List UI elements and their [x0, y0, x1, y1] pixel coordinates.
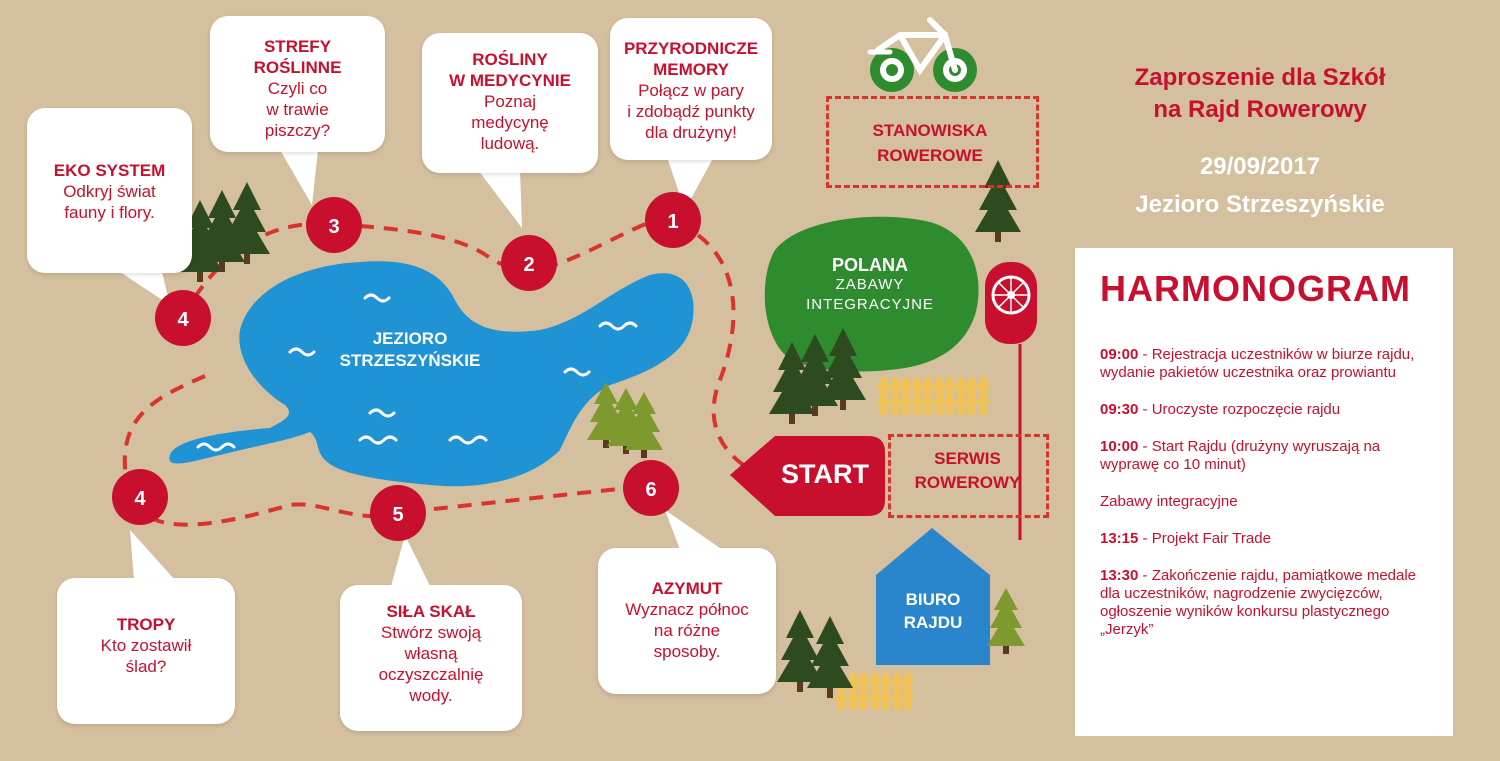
schedule-text: Zabawy integracyjne: [1100, 493, 1238, 510]
schedule-text: - Zakończenie rajdu, pamiątkowe medale d…: [1100, 567, 1417, 638]
schedule-time: 09:30: [1100, 401, 1139, 418]
schedule-panel: HARMONOGRAM 09:00 - Rejestracja uczestni…: [1075, 248, 1453, 736]
station-bubble-6: AZYMUT Wyznacz północ na różne sposoby.: [598, 548, 776, 694]
station-bubble-5: SIŁA SKAŁ Stwórz swoją własną oczyszczal…: [340, 585, 522, 731]
office-house-shape: [876, 528, 990, 665]
station-marker-2: 2: [501, 235, 557, 291]
station-bubble-2: ROŚLINY W MEDYCYNIE Poznaj medycynę ludo…: [422, 33, 598, 173]
station-desc: Połącz w pary i zdobądź punkty dla druży…: [627, 81, 755, 142]
event-place: Jezioro Strzeszyńskie: [1135, 191, 1385, 218]
station-title: TROPY: [116, 615, 176, 634]
schedule-item: 09:00 - Rejestracja uczestników w biurze…: [1100, 346, 1440, 382]
lake-label: JEZIORO STRZESZYŃSKIE: [339, 329, 481, 370]
start-arrow-shape: [730, 436, 885, 516]
schedule-time: 13:30: [1100, 567, 1139, 584]
meadow-desc: ZABAWY INTEGRACYJNE: [806, 276, 934, 313]
svg-text:5: 5: [392, 504, 403, 526]
station-title: PRZYRODNICZE MEMORY: [623, 39, 759, 79]
schedule-title: HARMONOGRAM: [1100, 268, 1411, 309]
bubble-tail: [478, 170, 522, 228]
schedule-time: 10:00: [1100, 438, 1139, 455]
schedule-time: 09:00: [1100, 346, 1139, 363]
start-label: START: [781, 459, 869, 489]
station-title: SIŁA SKAŁ: [386, 602, 476, 621]
svg-text:3: 3: [328, 216, 339, 238]
svg-text:2: 2: [523, 254, 534, 276]
station-title: STREFY ROŚLINNE: [253, 37, 342, 77]
station-marker-5: 5: [370, 485, 426, 541]
bubble-tail: [130, 530, 175, 580]
schedule-text: - Projekt Fair Trade: [1138, 530, 1271, 547]
station-desc: Stwórz swoją własną oczyszczalnię wody.: [378, 623, 484, 705]
station-markers: 1 2 3 4 4 5 6: [112, 192, 701, 541]
station-desc: Kto zostawił ślad?: [100, 636, 192, 676]
station-title: ROŚLINY W MEDYCYNIE: [449, 50, 571, 90]
schedule-text: - Rejestracja uczestników w biurze rajdu…: [1100, 346, 1415, 381]
bubble-tail: [390, 535, 432, 590]
station-marker-6: 6: [623, 460, 679, 516]
schedule-text: - Uroczyste rozpoczęcie rajdu: [1138, 401, 1341, 418]
station-desc: Poznaj medycynę ludową.: [471, 92, 549, 153]
office-label: BIURO RAJDU: [903, 590, 963, 632]
bubble-tail: [120, 272, 170, 305]
station-marker-3: 3: [306, 197, 362, 253]
fence-icon: [836, 670, 914, 710]
lake-shape: [169, 261, 694, 487]
station-marker-4b: 4: [112, 469, 168, 525]
schedule-item: 09:30 - Uroczyste rozpoczęcie rajdu: [1100, 401, 1440, 419]
station-marker-4a: 4: [155, 290, 211, 346]
station-bubble-3: STREFY ROŚLINNE Czyli co w trawie piszcz…: [210, 16, 385, 152]
schedule-item: 13:30 - Zakończenie rajdu, pamiątkowe me…: [1100, 567, 1440, 639]
schedule-list: 09:00 - Rejestracja uczestników w biurze…: [1100, 346, 1440, 658]
station-desc: Czyli co w trawie piszczy?: [264, 79, 331, 140]
station-title: AZYMUT: [651, 579, 723, 598]
trail-path: [180, 215, 771, 480]
station-bubble-4b: TROPY Kto zostawił ślad?: [57, 578, 235, 724]
schedule-text: - Start Rajdu (drużyny wyruszają na wypr…: [1100, 438, 1381, 473]
svg-text:4: 4: [134, 488, 146, 510]
bike-service-box: [888, 434, 1049, 518]
station-bubble-1: PRZYRODNICZE MEMORY Połącz w pary i zdob…: [610, 18, 772, 160]
schedule-time: 13:15: [1100, 530, 1139, 547]
svg-text:6: 6: [645, 479, 656, 501]
svg-text:4: 4: [177, 309, 189, 331]
station-desc: Odkryj świat fauny i flory.: [63, 182, 156, 222]
schedule-item: 13:15 - Projekt Fair Trade: [1100, 530, 1440, 548]
station-title: EKO SYSTEM: [53, 161, 166, 180]
station-marker-1: 1: [645, 192, 701, 248]
fence-icon: [878, 375, 990, 415]
bubble-tail: [280, 150, 318, 205]
meadow-shape: [764, 216, 979, 372]
schedule-item: Zabawy integracyjne: [1100, 493, 1440, 511]
wave-icon: [196, 293, 638, 452]
bike-service-label: SERWIS ROWEROWY: [914, 449, 1021, 492]
bike-stations-box: [826, 96, 1039, 188]
station-bubble-4a: EKO SYSTEM Odkryj świat fauny i flory.: [27, 108, 192, 273]
bubble-tail: [668, 160, 712, 210]
event-date: 29/09/2017: [1199, 153, 1321, 180]
bubble-tail: [665, 510, 730, 555]
svg-text:1: 1: [667, 211, 678, 233]
bike-stations-label: STANOWISKA ROWEROWE: [872, 121, 988, 165]
trail-path-south: [122, 374, 649, 527]
bicycle-icon: [867, 17, 977, 92]
meadow-title: POLANA: [832, 255, 908, 275]
bike-wheel-sign-icon: [985, 262, 1037, 540]
schedule-item: 10:00 - Start Rajdu (drużyny wyruszają n…: [1100, 438, 1440, 474]
station-desc: Wyznacz północ na różne sposoby.: [625, 600, 749, 661]
invitation-title: Zaproszenie dla Szkół na Rajd Rowerowy: [1134, 64, 1386, 123]
